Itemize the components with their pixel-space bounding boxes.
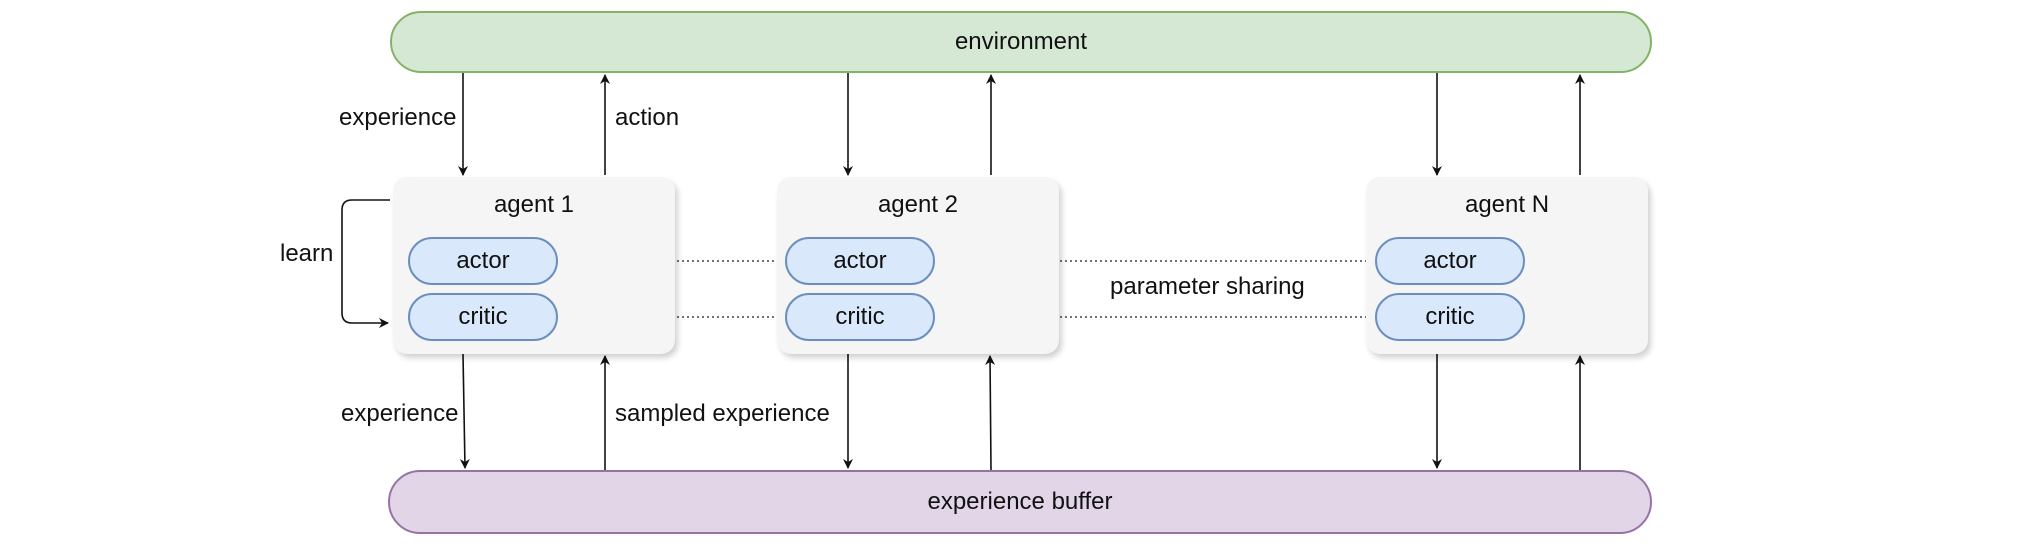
agent-1-critic: critic <box>408 293 558 341</box>
experience-buffer-box: experience buffer <box>388 470 1652 534</box>
agent-N-critic-label: critic <box>1425 303 1475 330</box>
agent-N-box: agent N actor critic <box>1366 177 1648 354</box>
agent-N-actor-label: actor <box>1423 247 1477 274</box>
agent-2-title: agent 2 <box>877 191 959 218</box>
action-label: action <box>615 104 680 131</box>
experience-bottom-label: experience <box>341 400 459 427</box>
agent-N-critic: critic <box>1375 293 1525 341</box>
agent-2-actor-label: actor <box>833 247 887 274</box>
agent-1-title: agent 1 <box>493 191 575 218</box>
sampled-experience-label: sampled experience <box>615 400 830 427</box>
agent-1-box: agent 1 actor critic <box>393 177 675 354</box>
learn-loop-arrow <box>341 199 390 328</box>
agent-1-actor: actor <box>408 237 558 285</box>
environment-box: environment <box>390 11 1652 73</box>
agent-1-actor-label: actor <box>456 247 510 274</box>
agent-2-critic: critic <box>785 293 935 341</box>
agent-1-critic-label: critic <box>458 303 508 330</box>
environment-label: environment <box>954 28 1088 55</box>
arrow-buffer-to-agent2 <box>985 355 996 471</box>
learn-label: learn <box>280 240 334 267</box>
agent-2-critic-label: critic <box>835 303 885 330</box>
agent-N-title: agent N <box>1464 191 1550 218</box>
experience-buffer-label: experience buffer <box>927 488 1113 515</box>
agent-2-box: agent 2 actor critic <box>777 177 1059 354</box>
arrow-agent1-to-buffer <box>459 353 470 469</box>
experience-top-label: experience <box>339 104 457 131</box>
agent-2-actor: actor <box>785 237 935 285</box>
agent-N-actor: actor <box>1375 237 1525 285</box>
parameter-sharing-label: parameter sharing <box>1110 273 1305 300</box>
